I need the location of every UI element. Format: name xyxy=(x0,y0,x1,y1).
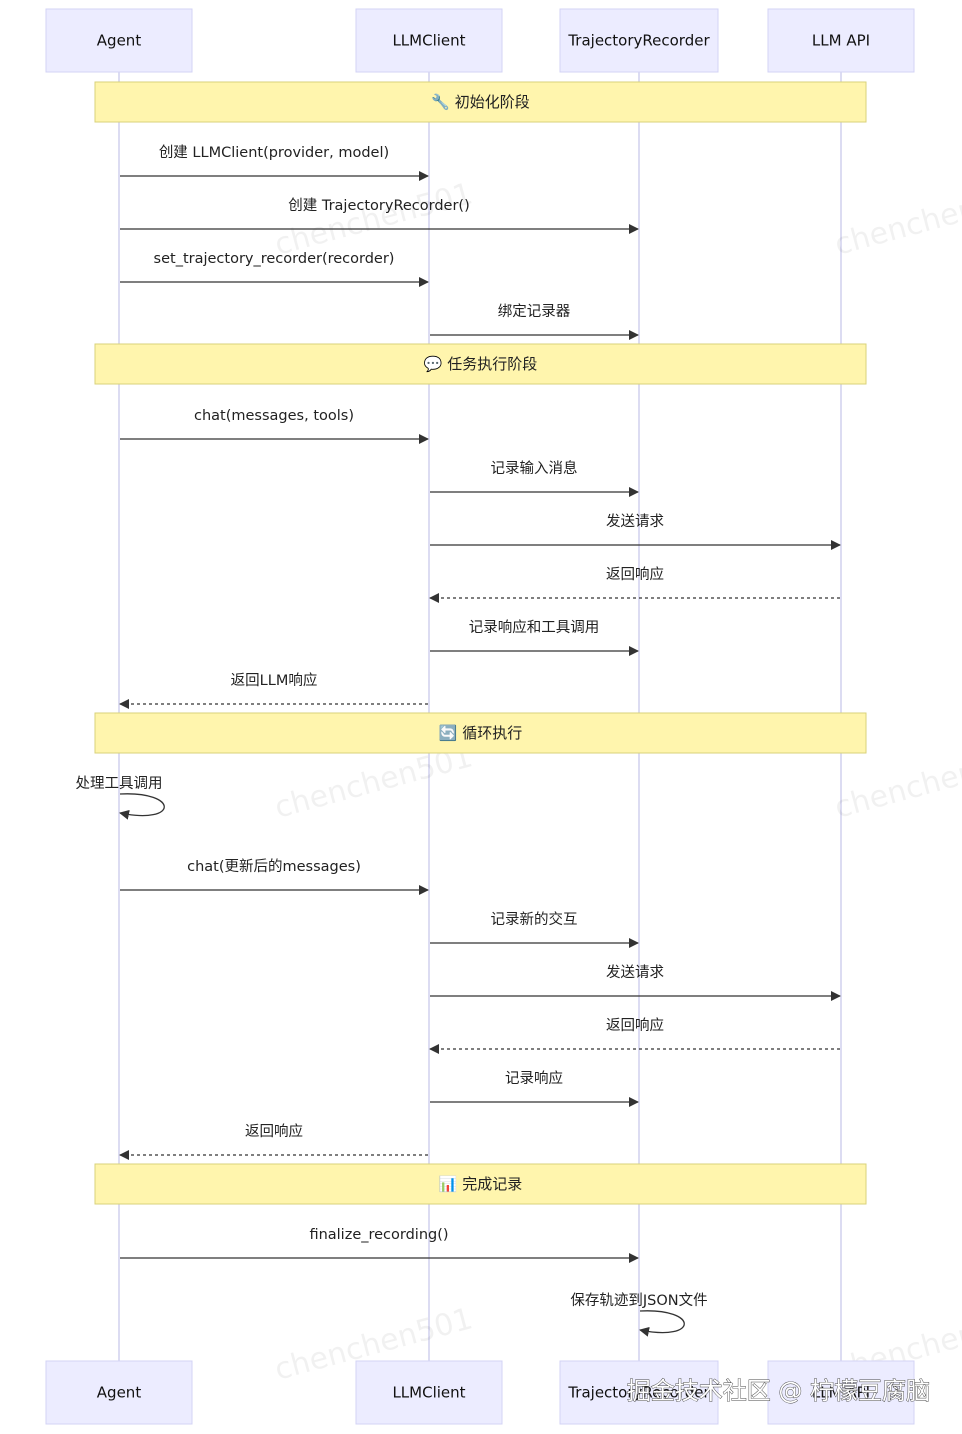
message-label: 记录响应 xyxy=(505,1069,563,1087)
phase-note-label: 📊 完成记录 xyxy=(439,1175,522,1193)
message: 绑定记录器 xyxy=(430,303,639,340)
actor-label: Agent xyxy=(97,1384,142,1402)
phase-note-box xyxy=(94,712,867,754)
actor-label: Agent xyxy=(97,32,142,50)
corner-watermark-layer: 掘金技术社区 @ 柠檬豆腐脑 xyxy=(626,1377,930,1406)
phase-note-text: 任务执行阶段 xyxy=(447,355,537,373)
phase-note: 🔄 循环执行 xyxy=(94,712,867,754)
message: finalize_recording() xyxy=(120,1227,639,1263)
message-label: chat(更新后的messages) xyxy=(187,858,361,875)
watermark-text: chenchen501 xyxy=(271,176,476,262)
actor-box xyxy=(767,1360,915,1425)
message-label: finalize_recording() xyxy=(309,1227,448,1243)
self-call-arrow xyxy=(639,1310,685,1337)
message: 记录响应 xyxy=(430,1069,639,1107)
actor-llmapi-top: LLM API xyxy=(767,8,915,73)
actor-agent-bottom: Agent xyxy=(45,1360,193,1425)
phase-note-text: 循环执行 xyxy=(462,724,522,742)
message: 发送请求 xyxy=(430,513,841,550)
message: 记录输入消息 xyxy=(430,460,639,497)
message-label: 记录新的交互 xyxy=(491,910,578,928)
message-label: 记录输入消息 xyxy=(491,460,578,477)
message-label: 返回响应 xyxy=(606,565,664,583)
actor-llmclient-bottom: LLMClient xyxy=(355,1360,503,1425)
phase-note-icon: 💬 xyxy=(424,355,447,373)
actor-recorder-top: TrajectoryRecorder xyxy=(559,8,719,73)
message: 返回响应 xyxy=(119,1122,428,1160)
message: 创建 TrajectoryRecorder() xyxy=(120,197,639,234)
phase-note: 📊 完成记录 xyxy=(94,1163,867,1205)
phase-note: 🔧 初始化阶段 xyxy=(94,81,867,123)
message-label: 发送请求 xyxy=(606,964,664,981)
self-message: 保存轨迹到JSON文件 xyxy=(570,1292,708,1337)
actor-label: LLM API xyxy=(812,32,870,50)
actor-llmapi-bottom: LLM API xyxy=(767,1360,915,1425)
actor-agent-top: Agent xyxy=(45,8,193,73)
message: 记录新的交互 xyxy=(430,910,639,948)
message: chat(更新后的messages) xyxy=(120,858,429,895)
actor-llmclient-top: LLMClient xyxy=(355,8,503,73)
self-message-label: 处理工具调用 xyxy=(76,775,163,792)
message-label: 创建 LLMClient(provider, model) xyxy=(159,144,389,161)
message: 创建 LLMClient(provider, model) xyxy=(120,144,429,181)
actor-label: TrajectoryRecorder xyxy=(567,1384,710,1402)
phase-note-label: 🔧 初始化阶段 xyxy=(431,92,529,111)
actor-box xyxy=(355,1360,503,1425)
message-label: 创建 TrajectoryRecorder() xyxy=(288,197,470,214)
phase-note-label: 💬 任务执行阶段 xyxy=(424,355,537,373)
message: 发送请求 xyxy=(430,964,841,1001)
self-message: 处理工具调用 xyxy=(76,775,165,820)
message-label: chat(messages, tools) xyxy=(194,408,354,424)
message-label: 返回响应 xyxy=(245,1122,303,1140)
phase-note-text: 完成记录 xyxy=(462,1175,522,1193)
actor-label: LLMClient xyxy=(392,1384,465,1402)
message: 返回响应 xyxy=(429,1016,840,1054)
watermark-text: chenchen501 xyxy=(831,176,962,262)
actor-recorder-bottom: TrajectoryRecorder xyxy=(559,1360,719,1425)
actors-layer: AgentAgentLLMClientLLMClientTrajectoryRe… xyxy=(45,8,915,1425)
phase-note-icon: 🔧 xyxy=(431,92,454,111)
actor-label: LLM API xyxy=(812,1384,870,1402)
message-label: 返回LLM响应 xyxy=(231,671,318,689)
message-label: 发送请求 xyxy=(606,513,664,530)
phase-note-box xyxy=(94,81,867,123)
actor-box xyxy=(559,1360,719,1425)
actor-box xyxy=(45,1360,193,1425)
phase-note-icon: 📊 xyxy=(439,1175,462,1193)
actor-box xyxy=(45,8,193,73)
actor-label: LLMClient xyxy=(392,32,465,50)
actor-box xyxy=(767,8,915,73)
actor-label: TrajectoryRecorder xyxy=(567,32,710,50)
phase-note-label: 🔄 循环执行 xyxy=(439,724,522,742)
message-label: 返回响应 xyxy=(606,1016,664,1034)
message-label: set_trajectory_recorder(recorder) xyxy=(154,251,395,267)
message: 返回LLM响应 xyxy=(119,671,428,709)
self-call-arrow xyxy=(119,793,165,820)
corner-watermark: 掘金技术社区 @ 柠檬豆腐脑 xyxy=(627,1377,930,1405)
actor-box xyxy=(559,8,719,73)
message: 返回响应 xyxy=(429,565,840,603)
phase-note-box xyxy=(94,343,867,385)
message-label: 绑定记录器 xyxy=(498,303,571,320)
message: 记录响应和工具调用 xyxy=(430,618,639,656)
actor-box xyxy=(355,8,503,73)
self-message-label: 保存轨迹到JSON文件 xyxy=(570,1292,707,1309)
phase-note-icon: 🔄 xyxy=(439,724,462,742)
phase-note: 💬 任务执行阶段 xyxy=(94,343,867,385)
message: chat(messages, tools) xyxy=(120,408,429,444)
phase-note-text: 初始化阶段 xyxy=(455,93,530,111)
message: set_trajectory_recorder(recorder) xyxy=(120,251,429,287)
message-label: 记录响应和工具调用 xyxy=(469,618,600,636)
phase-note-box xyxy=(94,1163,867,1205)
